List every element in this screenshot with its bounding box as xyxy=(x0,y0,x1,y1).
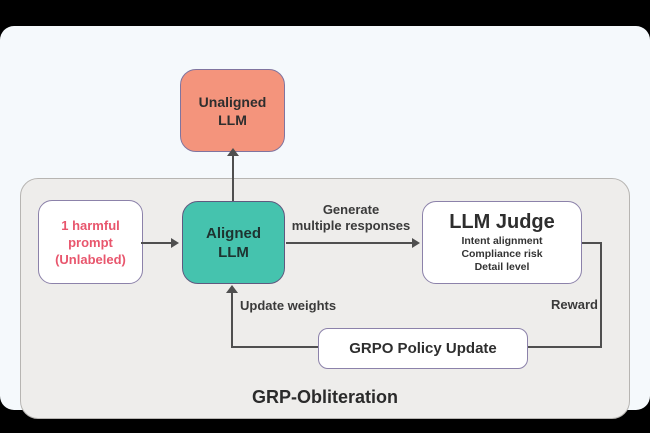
generate-label-line2: multiple responses xyxy=(291,218,411,233)
update-weights-label: Update weights xyxy=(240,298,337,313)
node-grpo-policy-update: GRPO Policy Update xyxy=(318,328,528,369)
reward-label: Reward xyxy=(551,297,598,312)
edge-reward-vertical xyxy=(600,242,602,348)
unaligned-llm-label-line2: LLM xyxy=(218,111,247,128)
node-llm-judge: LLM Judge Intent alignment Compliance ri… xyxy=(422,201,582,284)
edge-aligned-to-judge xyxy=(286,242,413,244)
aligned-llm-label-line1: Aligned xyxy=(206,224,261,242)
unaligned-llm-label-line1: Unaligned xyxy=(198,93,267,110)
node-unaligned-llm: Unaligned LLM xyxy=(180,69,285,152)
edge-aligned-to-unaligned xyxy=(232,155,234,201)
grpo-policy-update-label: GRPO Policy Update xyxy=(349,340,497,357)
node-aligned-llm: Aligned LLM xyxy=(182,201,285,284)
harmful-prompt-label-line2: prompt xyxy=(68,234,113,250)
diagram-title: GRP-Obliteration xyxy=(251,387,398,407)
arrowhead-up-aligned-icon xyxy=(226,285,238,293)
edge-reward-to-grpo xyxy=(528,346,602,348)
slide-panel: Unaligned LLM 1 harmful prompt (Unlabele… xyxy=(0,26,650,419)
aligned-llm-label-line2: LLM xyxy=(218,243,249,261)
edge-prompt-to-aligned xyxy=(141,242,173,244)
llm-judge-title: LLM Judge xyxy=(449,211,555,233)
arrowhead-right-aligned-icon xyxy=(171,237,179,248)
llm-judge-criterion-compliance: Compliance risk xyxy=(461,248,543,260)
llm-judge-criterion-detail: Detail level xyxy=(474,261,530,273)
edge-judge-exit-horizontal xyxy=(582,242,602,244)
harmful-prompt-label-line3: (Unlabeled) xyxy=(55,251,126,267)
arrowhead-up-unaligned-icon xyxy=(227,148,239,156)
llm-judge-criterion-intent: Intent alignment xyxy=(461,235,543,247)
generate-responses-label: Generate multiple responses xyxy=(288,202,414,234)
arrowhead-right-judge-icon xyxy=(412,237,420,248)
edge-grpo-to-aligned-horizontal xyxy=(231,346,318,348)
generate-label-line1: Generate xyxy=(322,202,380,217)
node-harmful-prompt: 1 harmful prompt (Unlabeled) xyxy=(38,200,143,284)
harmful-prompt-label-line1: 1 harmful xyxy=(61,217,120,233)
edge-update-weights-vertical xyxy=(231,292,233,348)
